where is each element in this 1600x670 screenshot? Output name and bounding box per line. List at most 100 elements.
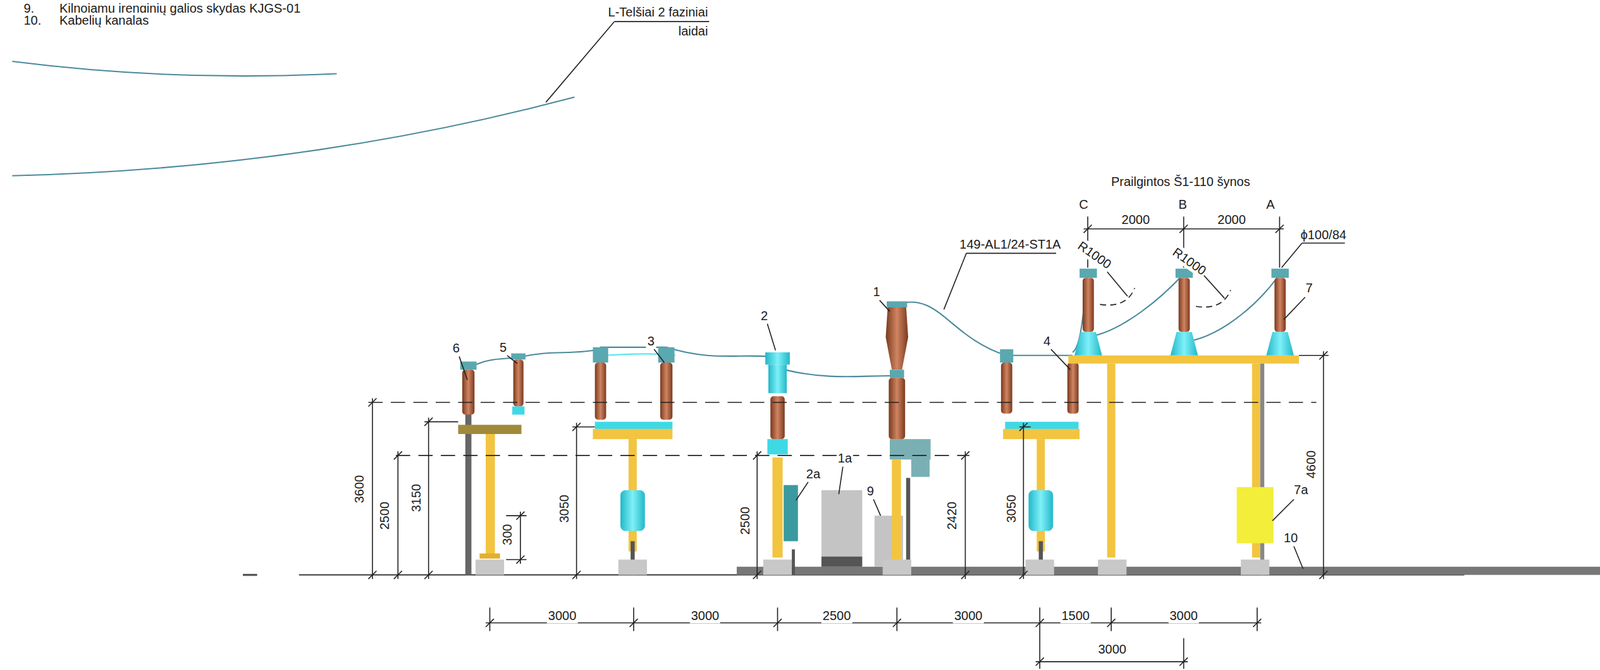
drawing-part [1274,277,1286,333]
drawing-part [1275,224,1284,233]
drawing-part [1319,570,1328,579]
drawing-part [944,252,967,310]
dimension-value: 3150 [408,482,424,514]
drawing-part [485,618,494,627]
wires [12,61,1280,377]
drawing-label: 149-AL1/24-ST1A [958,236,1062,252]
drawing-part [485,622,1262,624]
drawing-part [519,511,522,564]
drawing-part [1074,332,1103,356]
drawing-part [966,252,1057,255]
drawing-part [513,359,524,407]
drawing-part [756,450,758,579]
drawing-part [767,438,788,455]
drawing-label: Kabelių kanalas [58,12,150,28]
drawing-part [592,347,608,363]
drawing-part [1035,660,1188,663]
drawing-part [572,570,581,579]
drawing-part [1170,332,1199,356]
disconnector-left [457,353,525,575]
drawing-label: 7 [1304,280,1315,296]
dimension-lines [368,216,1329,669]
drawing-part [1097,559,1127,575]
dimension-value: 3050 [1003,492,1019,524]
drawing-part [462,369,475,415]
drawing-part [1003,428,1080,439]
dimension-value: 300 [499,523,515,547]
drawing-part [660,362,673,420]
drawing-part [888,377,905,439]
drawing-label: 1 [871,283,881,300]
drawing-part [620,490,646,532]
dimension-value: 4600 [1303,449,1319,480]
drawing-part [753,570,762,579]
drawing-part [595,421,673,429]
drawing-part [666,347,778,358]
drawing-part [896,607,898,631]
drawing-part [368,398,377,407]
drawing-part [595,362,607,420]
drawing-label: 2500 [821,607,853,623]
drawing-label: ϕ100/84 [1299,227,1348,243]
drawing-part [505,514,527,517]
drawing-label: 10 [1282,529,1299,546]
drawing-label: 10. [22,12,43,28]
drawing-part [873,498,881,516]
drawing-part [791,548,795,575]
drawing-part [783,485,799,542]
drawing-part [12,97,575,176]
drawing-part [475,559,505,575]
drawing-part [485,432,496,558]
drawing-label: 7a [1292,481,1310,498]
drawing-part [424,421,458,423]
drawing-part [736,566,1600,575]
drawing-part [1179,657,1188,666]
portal [1068,268,1299,575]
drawing-part [1110,607,1112,631]
drawing-part [1271,268,1289,279]
drawing-label: R1000 [1169,243,1211,279]
drawing-part [1006,354,1073,357]
drawing-part [768,364,787,393]
drawing-label: 3000 [547,607,579,623]
drawing-part [821,490,863,557]
drawing-part [961,450,970,460]
drawing-part [600,346,667,348]
drawing-part [1256,607,1258,631]
drawing-part [1183,273,1280,343]
drawing-part [763,559,792,575]
drawing-part [393,570,403,579]
drawing-part [896,301,1007,355]
drawing-part [1004,421,1079,429]
drawing-label: A [1264,196,1276,212]
drawing-part [1099,287,1135,305]
drawing-part [1240,559,1270,575]
drawing-label: 2000 [1216,211,1248,228]
drawing-part [614,20,709,23]
drawing-label: B [1176,196,1188,212]
drawing-part [1079,268,1097,279]
drawing-part [1179,224,1188,233]
drawing-part [397,450,399,579]
drawing-label: 9 [865,483,876,499]
drawing-part [507,355,518,364]
drawing-part [510,353,526,360]
drawing-label: C [1077,196,1090,212]
drawing-label: 4 [1042,333,1052,349]
drawing-part [1039,607,1041,669]
drawing-part [1236,486,1274,544]
drawing-part [879,300,890,312]
drawing-part [796,481,809,501]
drawing-part [1183,638,1185,669]
drawing-part [889,369,905,378]
drawing-part [12,61,337,76]
drawing-part [886,301,907,308]
drawing-label: 2000 [1120,211,1152,228]
drawing-part [765,352,790,365]
ground [242,566,1600,575]
drawing-label: 3000 [953,607,985,623]
voltage-transformer-1 [882,301,931,575]
drawing-part [1051,349,1071,370]
drawing-part [961,570,970,579]
